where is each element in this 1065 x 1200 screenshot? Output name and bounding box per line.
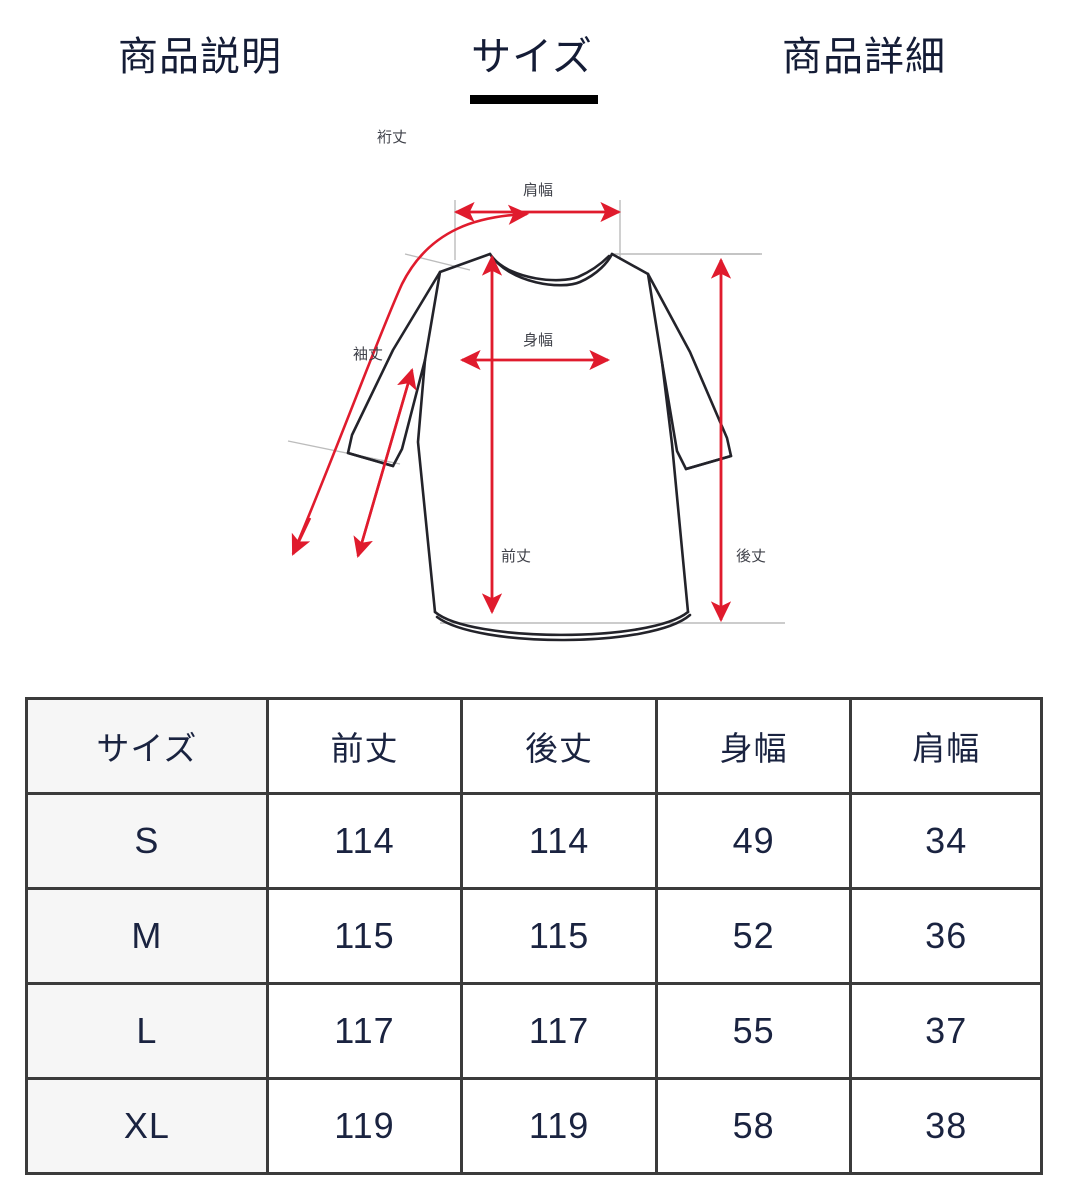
cell-size: XL (25, 1077, 269, 1175)
tab-product-detail[interactable]: 商品詳細 (782, 35, 946, 79)
label-mi-haba: 身幅 (523, 332, 553, 349)
arrow-yuki-start (291, 517, 312, 556)
cell-size: M (25, 887, 269, 985)
tab-product-description[interactable]: 商品説明 (118, 35, 282, 79)
header-size: サイズ (25, 697, 269, 795)
cell-size: L (25, 982, 269, 1080)
cell-kata-haba: 37 (849, 982, 1043, 1080)
table-header-row: サイズ 前丈 後丈 身幅 肩幅 (25, 697, 1043, 795)
cell-mae-take: 117 (265, 982, 464, 1080)
active-tab-underline (470, 95, 598, 104)
garment-measurement-diagram: 裄丈 袖丈 肩幅 身幅 前丈 後丈 (0, 112, 1065, 672)
dimension-arrows (291, 201, 732, 623)
cell-size: S (25, 792, 269, 890)
cell-ushiro-take: 114 (460, 792, 658, 890)
cell-ushiro-take: 119 (460, 1077, 658, 1175)
header-ushiro-take: 後丈 (460, 697, 658, 795)
cell-mi-haba: 52 (654, 887, 853, 985)
table-row: S 114 114 49 34 (25, 792, 1043, 890)
label-sode: 袖丈 (353, 346, 383, 363)
label-kata-haba: 肩幅 (523, 182, 553, 199)
size-table: サイズ 前丈 後丈 身幅 肩幅 S 114 114 49 34 M 115 11… (25, 697, 1043, 1175)
table-row: M 115 115 52 36 (25, 887, 1043, 985)
cell-ushiro-take: 117 (460, 982, 658, 1080)
cell-mae-take: 114 (265, 792, 464, 890)
header-mi-haba: 身幅 (654, 697, 853, 795)
cell-kata-haba: 38 (849, 1077, 1043, 1175)
label-ushiro-take: 後丈 (736, 548, 766, 565)
cell-mi-haba: 58 (654, 1077, 853, 1175)
cell-kata-haba: 36 (849, 887, 1043, 985)
header-mae-take: 前丈 (265, 697, 464, 795)
label-mae-take: 前丈 (501, 548, 531, 565)
cell-mi-haba: 49 (654, 792, 853, 890)
header-kata-haba: 肩幅 (849, 697, 1043, 795)
arrow-sode-up (356, 368, 417, 557)
tab-size[interactable]: サイズ (471, 35, 593, 79)
cell-mi-haba: 55 (654, 982, 853, 1080)
tab-bar: 商品説明 サイズ 商品詳細 (0, 0, 1065, 118)
table-row: L 117 117 55 37 (25, 982, 1043, 1080)
cell-mae-take: 115 (265, 887, 464, 985)
arrow-yuki (291, 204, 530, 555)
label-yuki: 裄丈 (377, 129, 407, 146)
cell-ushiro-take: 115 (460, 887, 658, 985)
garment-outline (346, 252, 733, 642)
table-row: XL 119 119 58 38 (25, 1077, 1043, 1175)
cell-kata-haba: 34 (849, 792, 1043, 890)
cell-mae-take: 119 (265, 1077, 464, 1175)
size-table-container: サイズ 前丈 後丈 身幅 肩幅 S 114 114 49 34 M 115 11… (25, 697, 1043, 1175)
